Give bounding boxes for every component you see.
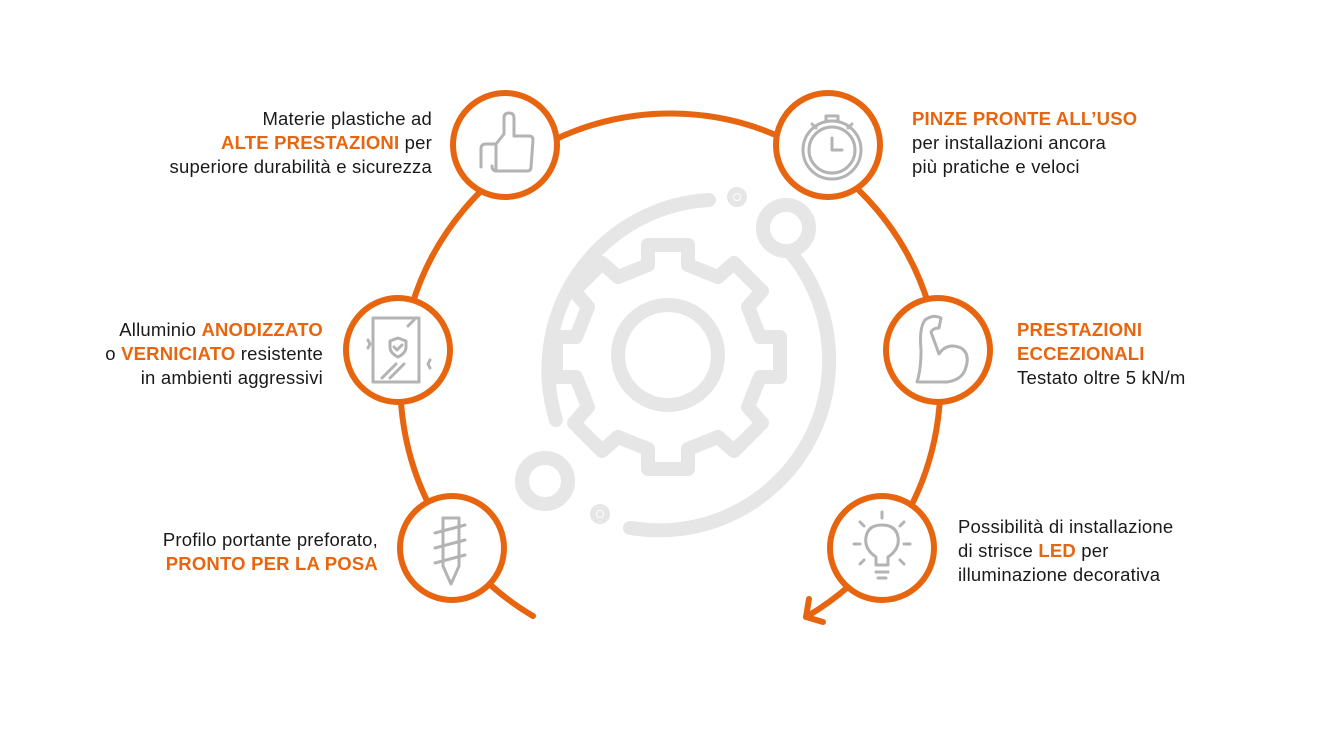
text: Alluminio bbox=[119, 319, 202, 340]
drill-screw-icon bbox=[433, 516, 467, 586]
text: Testato oltre 5 kN/m bbox=[1017, 367, 1186, 388]
arrow-head-icon bbox=[803, 596, 826, 625]
highlight-text: ALTE PRESTAZIONI bbox=[221, 132, 400, 153]
feature-ready-clamps: PINZE PRONTE ALL’USO per installazioni a… bbox=[912, 107, 1137, 179]
feature-led-strips: Possibilità di installazione di strisce … bbox=[958, 515, 1173, 587]
highlight-text: ANODIZZATO bbox=[201, 319, 323, 340]
feature-ready-to-install-profile: Profilo portante preforato, PRONTO PER L… bbox=[163, 528, 378, 576]
text: resistente bbox=[235, 343, 323, 364]
feature-exceptional-performance: PRESTAZIONI ECCEZIONALI Testato oltre 5 … bbox=[1017, 318, 1186, 390]
feature-anodized-aluminium: Alluminio ANODIZZATO o VERNICIATO resist… bbox=[105, 318, 323, 390]
text: per installazioni ancora bbox=[912, 132, 1107, 153]
text: illuminazione decorativa bbox=[958, 564, 1161, 585]
text: di strisce bbox=[958, 540, 1039, 561]
text: per bbox=[399, 132, 432, 153]
gear-background-icon bbox=[515, 187, 837, 538]
process-arc bbox=[397, 110, 944, 625]
text: in ambienti aggressivi bbox=[140, 367, 323, 388]
light-bulb-icon bbox=[852, 510, 912, 580]
flexed-arm-icon bbox=[915, 314, 969, 384]
text: Possibilità di installazione bbox=[958, 516, 1174, 537]
anodized-panel-icon bbox=[366, 316, 432, 384]
highlight-text: ECCEZIONALI bbox=[1017, 343, 1145, 364]
highlight-text: LED bbox=[1038, 540, 1076, 561]
text: più pratiche e veloci bbox=[912, 156, 1080, 177]
highlight-text: VERNICIATO bbox=[121, 343, 236, 364]
text: per bbox=[1075, 540, 1109, 561]
highlight-text: PRESTAZIONI bbox=[1017, 319, 1143, 340]
text: o bbox=[105, 343, 122, 364]
feature-high-performance-plastics: Materie plastiche ad ALTE PRESTAZIONI pe… bbox=[170, 107, 432, 179]
text: superiore durabilità e sicurezza bbox=[169, 156, 432, 177]
highlight-text: PRONTO PER LA POSA bbox=[165, 553, 378, 574]
thumbs-up-icon bbox=[479, 111, 535, 173]
highlight-text: PINZE PRONTE ALL’USO bbox=[912, 108, 1138, 129]
stopwatch-icon bbox=[801, 114, 863, 181]
text: Materie plastiche ad bbox=[262, 108, 432, 129]
text: Profilo portante preforato, bbox=[162, 529, 378, 550]
